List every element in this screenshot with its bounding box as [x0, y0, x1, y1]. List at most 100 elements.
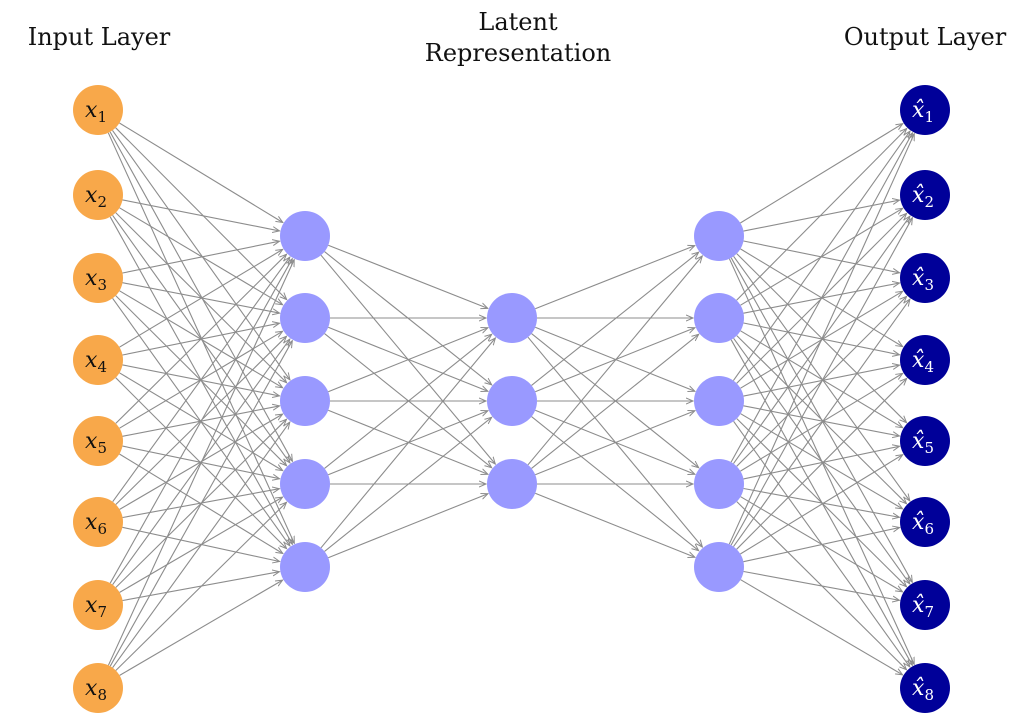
input-node-4: x4 — [73, 335, 123, 385]
encoder-hidden-node-circle — [280, 459, 330, 509]
input-node-circle — [73, 253, 123, 303]
output-node-circle — [900, 497, 950, 547]
connection-input-8-to-encoder-hidden-4 — [115, 502, 287, 671]
latent-node-circle — [487, 459, 537, 509]
connection-input-7-to-encoder-hidden-1 — [109, 259, 292, 584]
decoder-hidden-node-4 — [694, 459, 744, 509]
input-node-circle — [73, 580, 123, 630]
connection-decoder-hidden-2-to-output-5 — [740, 330, 903, 428]
output-node-circle — [900, 335, 950, 385]
connection-input-8-to-encoder-hidden-1 — [107, 260, 294, 666]
connection-decoder-hidden-3-to-output-6 — [740, 413, 903, 509]
output-node-label: x̂7 — [912, 593, 934, 621]
decoder-hidden-node-circle — [694, 376, 744, 426]
decoder-hidden-node-2 — [694, 293, 744, 343]
encoder-hidden-node-5 — [280, 542, 330, 592]
encoder-hidden-node-circle — [280, 376, 330, 426]
output-node-label: x̂4 — [912, 348, 934, 376]
connection-decoder-hidden-4-to-output-1 — [730, 133, 912, 463]
output-node-6: x̂6 — [900, 497, 950, 547]
connection-decoder-hidden-1-to-output-6 — [733, 255, 910, 501]
decoder-hidden-node-circle — [694, 459, 744, 509]
decoder-hidden-node-1 — [694, 211, 744, 261]
encoder-hidden-node-circle — [280, 542, 330, 592]
encoder-hidden-node-circle — [280, 293, 330, 343]
encoder-hidden-node-2 — [280, 293, 330, 343]
input-node-circle — [73, 497, 123, 547]
output-node-circle — [900, 580, 950, 630]
latent-node-3 — [487, 459, 537, 509]
output-node-label: x̂5 — [912, 429, 934, 457]
connection-input-1-to-encoder-hidden-1 — [119, 122, 282, 223]
input-node-label: x8 — [85, 676, 107, 704]
output-node-circle — [900, 85, 950, 135]
connection-input-6-to-encoder-hidden-1 — [112, 257, 290, 503]
input-node-1: x1 — [73, 85, 123, 135]
output-node-5: x̂5 — [900, 416, 950, 466]
connection-decoder-hidden-3-to-output-4 — [743, 365, 900, 397]
input-layer-title: Input Layer — [27, 23, 171, 51]
input-node-circle — [73, 335, 123, 385]
connection-decoder-hidden-5-to-output-7 — [743, 570, 900, 601]
connections — [107, 122, 914, 676]
latent-node-circle — [487, 293, 537, 343]
connection-encoder-hidden-5-to-latent-1 — [320, 338, 495, 549]
decoder-hidden-node-circle — [694, 542, 744, 592]
latent-representation-title: Latent Representation — [408, 7, 628, 69]
output-node-4: x̂4 — [900, 335, 950, 385]
connection-decoder-hidden-5-to-output-1 — [728, 134, 914, 545]
connection-latent-3-to-decoder-hidden-3 — [534, 411, 695, 476]
connection-latent-3-to-decoder-hidden-1 — [527, 256, 702, 466]
encoder-hidden-node-1 — [280, 211, 330, 261]
connection-input-8-to-encoder-hidden-2 — [109, 341, 292, 667]
connection-encoder-hidden-5-to-latent-3 — [327, 494, 488, 559]
output-node-7: x̂7 — [900, 580, 950, 630]
connection-latent-1-to-decoder-hidden-1 — [534, 246, 695, 310]
output-node-label: x̂2 — [912, 183, 934, 211]
input-node-label: x6 — [85, 510, 107, 538]
connection-input-5-to-encoder-hidden-1 — [115, 254, 287, 424]
connection-decoder-hidden-4-to-output-5 — [743, 446, 900, 480]
output-node-circle — [900, 253, 950, 303]
input-node-circle — [73, 170, 123, 220]
encoder-hidden-node-circle — [280, 211, 330, 261]
output-layer-title: Output Layer — [843, 23, 1007, 51]
output-node-circle — [900, 663, 950, 713]
input-node-3: x3 — [73, 253, 123, 303]
encoder-hidden-node-3 — [280, 376, 330, 426]
connection-decoder-hidden-5-to-output-6 — [743, 528, 899, 563]
input-node-label: x5 — [85, 429, 107, 457]
connection-decoder-hidden-1-to-output-1 — [740, 124, 903, 224]
input-node-label: x2 — [85, 183, 107, 211]
output-node-circle — [900, 170, 950, 220]
output-node-1: x̂1 — [900, 85, 950, 135]
encoder-hidden-node-4 — [280, 459, 330, 509]
input-node-label: x7 — [85, 593, 107, 621]
connection-decoder-hidden-2-to-output-1 — [736, 129, 907, 301]
latent-node-2 — [487, 376, 537, 426]
connection-input-8-to-encoder-hidden-3 — [112, 422, 290, 669]
latent-title-line-1: Latent — [478, 8, 558, 36]
input-node-8: x8 — [73, 663, 123, 713]
connection-input-1-to-encoder-hidden-2 — [115, 127, 287, 300]
connection-input-1-to-encoder-hidden-4 — [109, 131, 292, 461]
connection-encoder-hidden-4-to-latent-1 — [324, 334, 492, 469]
latent-title-line-2: Representation — [424, 39, 612, 67]
latent-node-circle — [487, 376, 537, 426]
connection-input-2-to-encoder-hidden-1 — [122, 199, 280, 231]
input-node-2: x2 — [73, 170, 123, 220]
decoder-hidden-node-5 — [694, 542, 744, 592]
decoder-hidden-node-circle — [694, 211, 744, 261]
connection-input-4-to-encoder-hidden-1 — [119, 249, 282, 348]
connection-latent-2-to-decoder-hidden-1 — [531, 252, 699, 386]
latent-node-1 — [487, 293, 537, 343]
connection-latent-3-to-decoder-hidden-5 — [534, 492, 695, 557]
connection-decoder-hidden-5-to-output-8 — [740, 579, 903, 675]
connection-latent-3-to-decoder-hidden-2 — [531, 334, 699, 469]
output-node-label: x̂6 — [912, 510, 934, 538]
input-node-circle — [73, 663, 123, 713]
input-node-7: x7 — [73, 580, 123, 630]
input-node-6: x6 — [73, 497, 123, 547]
